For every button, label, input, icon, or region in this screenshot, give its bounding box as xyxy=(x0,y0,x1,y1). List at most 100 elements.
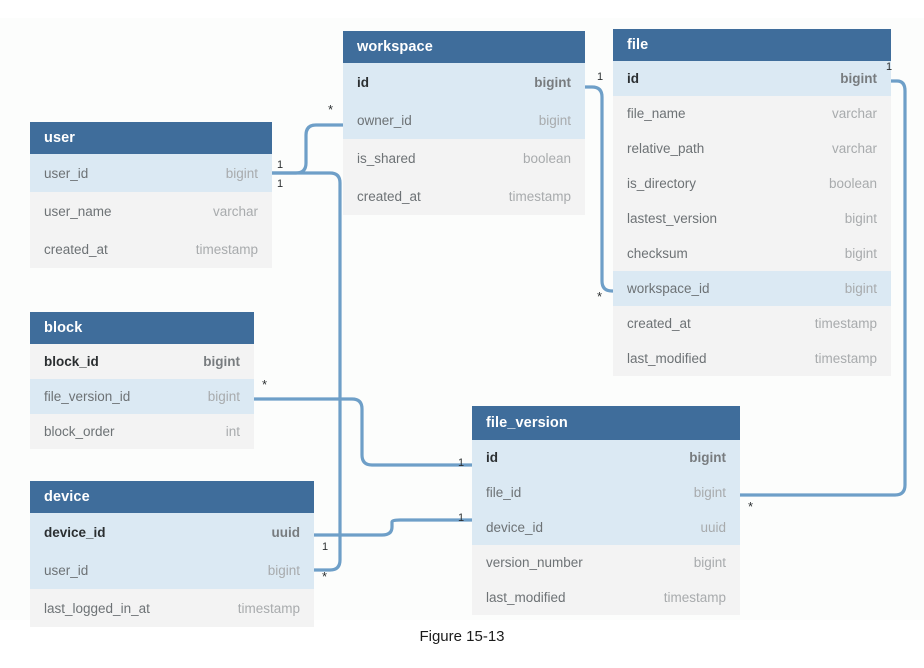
cardinality-label: * xyxy=(322,569,328,584)
column-type: uuid xyxy=(271,524,301,540)
column-name: block_order xyxy=(44,424,115,439)
table-user-row-user_name[interactable]: user_name varchar xyxy=(30,192,272,230)
column-type: varchar xyxy=(212,203,258,219)
table-block[interactable]: block block_id bigint file_version_id bi… xyxy=(30,312,254,449)
column-type: uuid xyxy=(700,520,726,535)
table-file_version-row-last_modified[interactable]: last_modified timestamp xyxy=(472,580,740,615)
table-file_version-row-device_id[interactable]: device_id uuid xyxy=(472,510,740,545)
table-device[interactable]: device device_id uuid user_id bigint las… xyxy=(30,481,314,627)
cardinality-label: 1 xyxy=(458,457,465,469)
cardinality-label: 1 xyxy=(886,61,893,73)
table-file_version-title: file_version xyxy=(472,406,740,440)
table-device-row-user_id[interactable]: user_id bigint xyxy=(30,551,314,589)
table-workspace-title: workspace xyxy=(343,31,585,63)
column-type: bigint xyxy=(844,281,877,296)
cardinality-label: 1 xyxy=(597,71,604,83)
cardinality-label: 1 xyxy=(277,178,284,190)
column-type: bigint xyxy=(689,450,726,465)
table-user-title: user xyxy=(30,122,272,154)
column-type: bigint xyxy=(844,246,877,261)
table-device-row-last_logged_in_at[interactable]: last_logged_in_at timestamp xyxy=(30,589,314,627)
table-block-row-block_order[interactable]: block_order int xyxy=(30,414,254,449)
table-workspace-row-is_shared[interactable]: is_shared boolean xyxy=(343,139,585,177)
column-type: varchar xyxy=(831,141,877,156)
column-name: id xyxy=(627,71,639,86)
connector-workspace-file xyxy=(583,85,615,293)
column-type: bigint xyxy=(203,354,240,369)
column-name: device_id xyxy=(486,520,544,535)
column-name: user_id xyxy=(44,165,89,181)
connector-device-fileversion xyxy=(312,518,474,537)
column-name: created_at xyxy=(627,316,691,331)
column-type: bigint xyxy=(840,71,877,86)
column-name: file_id xyxy=(486,485,522,500)
table-device-row-device_id[interactable]: device_id uuid xyxy=(30,513,314,551)
column-name: file_version_id xyxy=(44,389,131,404)
table-file_version[interactable]: file_version id bigint file_id bigint de… xyxy=(472,406,740,615)
column-name: device_id xyxy=(44,524,106,540)
column-type: varchar xyxy=(831,106,877,121)
column-name: id xyxy=(357,74,369,90)
table-file-row-created_at[interactable]: created_at timestamp xyxy=(613,306,891,341)
column-type: timestamp xyxy=(814,316,877,331)
table-file-row-file_name[interactable]: file_name varchar xyxy=(613,96,891,131)
column-name: owner_id xyxy=(357,112,412,128)
table-file-row-last_modified[interactable]: last_modified timestamp xyxy=(613,341,891,376)
column-type: timestamp xyxy=(508,188,571,204)
column-name: last_logged_in_at xyxy=(44,600,150,616)
table-file_version-row-file_id[interactable]: file_id bigint xyxy=(472,475,740,510)
column-name: file_name xyxy=(627,106,686,121)
table-file_version-row-id[interactable]: id bigint xyxy=(472,440,740,475)
column-name: last_modified xyxy=(486,590,566,605)
table-block-row-block_id[interactable]: block_id bigint xyxy=(30,344,254,379)
cardinality-label: 1 xyxy=(277,159,284,171)
column-type: bigint xyxy=(844,211,877,226)
table-file_version-row-version_number[interactable]: version_number bigint xyxy=(472,545,740,580)
cardinality-label: 1 xyxy=(458,512,465,524)
table-user-row-user_id[interactable]: user_id bigint xyxy=(30,154,272,192)
column-name: version_number xyxy=(486,555,583,570)
column-name: id xyxy=(486,450,498,465)
column-name: lastest_version xyxy=(627,211,718,226)
column-type: bigint xyxy=(538,112,571,128)
cardinality-label: * xyxy=(748,499,754,514)
column-name: is_directory xyxy=(627,176,697,191)
table-block-row-file_version_id[interactable]: file_version_id bigint xyxy=(30,379,254,414)
table-file-row-relative_path[interactable]: relative_path varchar xyxy=(613,131,891,166)
table-workspace-row-owner_id[interactable]: owner_id bigint xyxy=(343,101,585,139)
table-file[interactable]: file id bigint file_name varchar relativ… xyxy=(613,29,891,376)
cardinality-label: * xyxy=(328,102,334,117)
column-name: checksum xyxy=(627,246,688,261)
column-type: boolean xyxy=(522,150,571,166)
table-file-row-id[interactable]: id bigint xyxy=(613,61,891,96)
table-block-title: block xyxy=(30,312,254,344)
table-file-row-lastest_version[interactable]: lastest_version bigint xyxy=(613,201,891,236)
table-workspace-row-created_at[interactable]: created_at timestamp xyxy=(343,177,585,215)
table-device-title: device xyxy=(30,481,314,513)
column-name: user_name xyxy=(44,203,112,219)
table-file-title: file xyxy=(613,29,891,61)
table-workspace[interactable]: workspace id bigint owner_id bigint is_s… xyxy=(343,31,585,215)
figure-caption: Figure 15-13 xyxy=(419,628,505,645)
cardinality-label: * xyxy=(262,377,268,392)
table-file-row-is_directory[interactable]: is_directory boolean xyxy=(613,166,891,201)
column-type: timestamp xyxy=(814,351,877,366)
table-file-row-workspace_id[interactable]: workspace_id bigint xyxy=(613,271,891,306)
table-file-row-checksum[interactable]: checksum bigint xyxy=(613,236,891,271)
column-type: boolean xyxy=(828,176,877,191)
column-name: created_at xyxy=(44,241,108,257)
column-type: bigint xyxy=(693,555,726,570)
table-workspace-row-id[interactable]: id bigint xyxy=(343,63,585,101)
column-name: is_shared xyxy=(357,150,416,166)
column-name: last_modified xyxy=(627,351,707,366)
table-user-row-created_at[interactable]: created_at timestamp xyxy=(30,230,272,268)
column-type: bigint xyxy=(534,74,571,90)
column-type: timestamp xyxy=(663,590,726,605)
table-user[interactable]: user user_id bigint user_name varchar cr… xyxy=(30,122,272,268)
column-type: bigint xyxy=(267,562,300,578)
column-name: block_id xyxy=(44,354,99,369)
column-name: created_at xyxy=(357,188,421,204)
column-name: workspace_id xyxy=(627,281,710,296)
column-type: timestamp xyxy=(195,241,258,257)
